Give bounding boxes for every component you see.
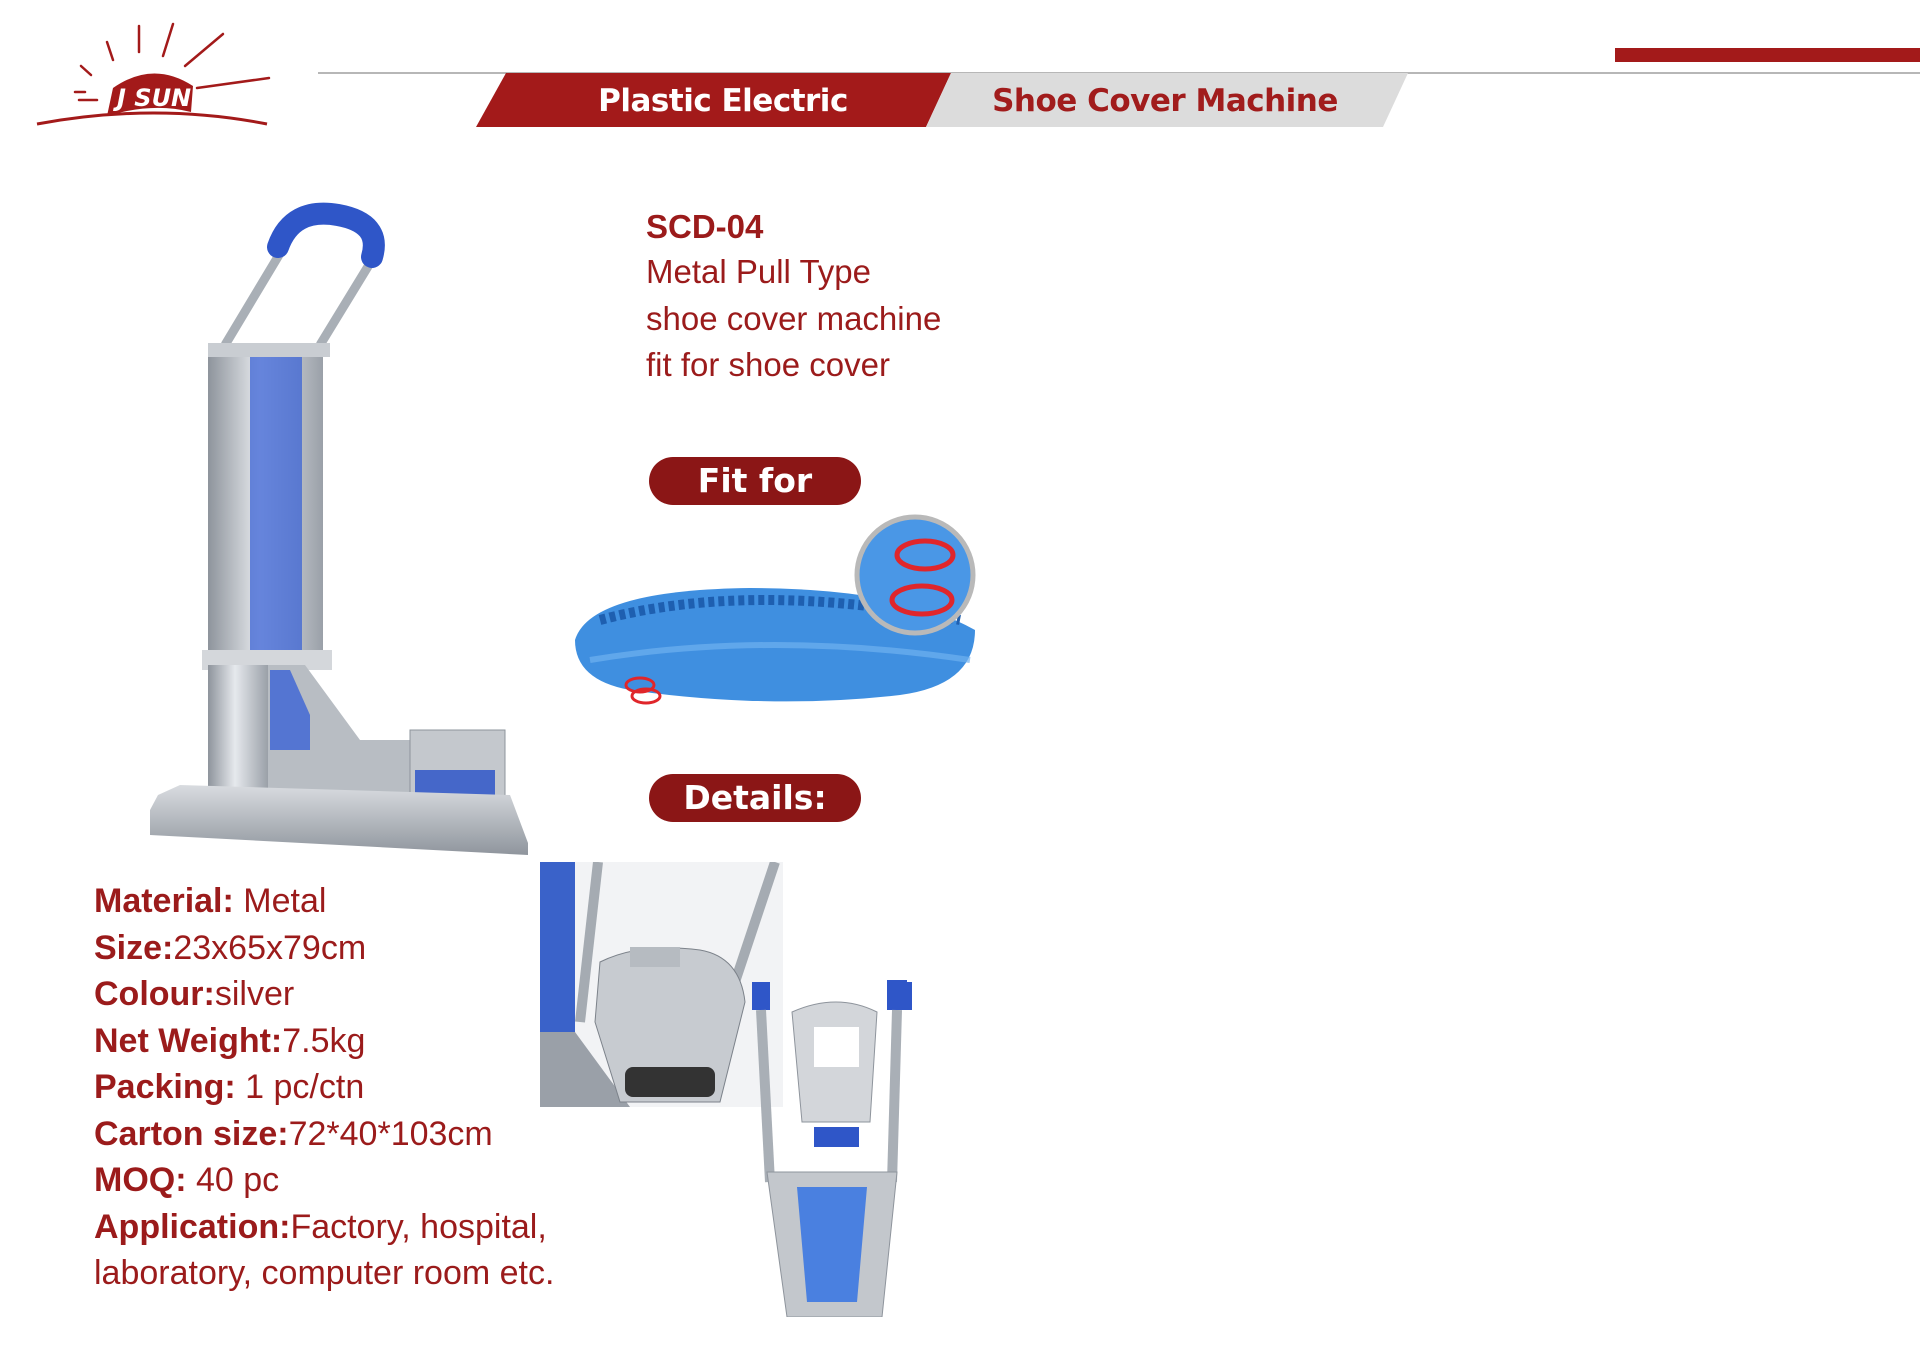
spec-application: Application:Factory, hospital, (94, 1207, 547, 1246)
machine-main-image (150, 195, 530, 855)
spec-material: Material: Metal (94, 882, 327, 920)
title-banner (476, 73, 1408, 127)
spec-size: Size:23x65x79cm (94, 928, 367, 967)
banner-right-label: Shoe Cover Machine (992, 83, 1338, 119)
model-number: SCD-04 (646, 208, 764, 245)
detail-image-bottom (752, 972, 912, 1317)
spec-net-weight: Net Weight:7.5kg (94, 1021, 366, 1060)
description-line-2: shoe cover machine (646, 300, 942, 337)
spec-list: Material: Metal Size:23x65x79cm Colour:s… (94, 878, 654, 1297)
description-line-1: Metal Pull Type (646, 253, 872, 290)
description-line-3: fit for shoe cover (646, 346, 890, 383)
header-accent-bar (1615, 48, 1920, 62)
banner-left-label: Plastic Electric (598, 83, 848, 119)
spec-carton-size: Carton size:72*40*103cm (94, 1114, 493, 1153)
logo-text: J SUN (113, 84, 191, 112)
details-label: Details: (649, 774, 861, 822)
spec-moq: MOQ: 40 pc (94, 1161, 280, 1199)
spec-application-cont: laboratory, computer room etc. (94, 1254, 555, 1292)
detail-image-top (540, 862, 783, 1107)
jsun-logo: J SUN (35, 20, 275, 130)
spec-colour: Colour:silver (94, 975, 295, 1013)
shoe-cover-image (570, 510, 980, 720)
spec-packing: Packing: 1 pc/ctn (94, 1068, 365, 1106)
fit-for-label: Fit for (649, 457, 861, 505)
